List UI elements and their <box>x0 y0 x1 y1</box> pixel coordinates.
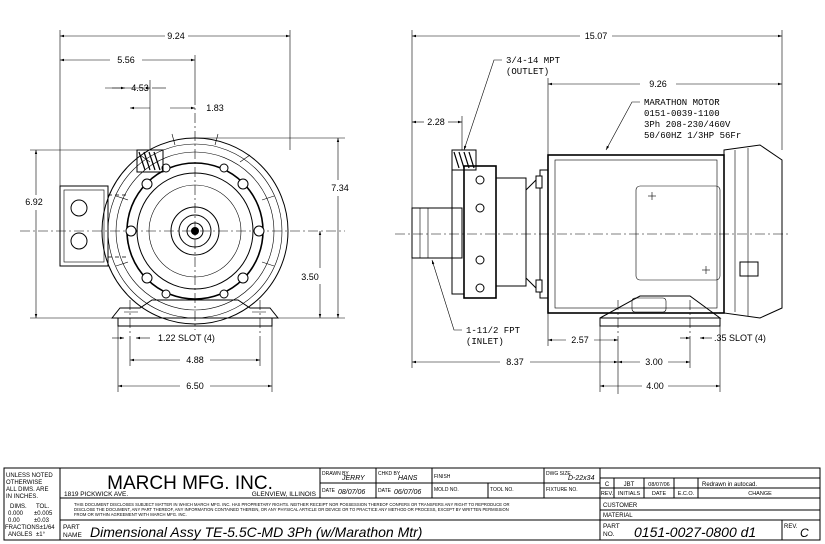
rev-header-eco: E.C.O. <box>678 491 695 497</box>
tol-row-2b: ±0.03 <box>34 518 50 524</box>
motor-note-line4: 50/60HZ 1/3HP 56Fr <box>644 131 741 141</box>
dim-side-slot: .35 SLOT (4) <box>714 333 766 343</box>
title-block: UNLESS NOTED OTHERWISE ALL DIMS. ARE IN … <box>3 467 821 541</box>
mold-label: MOLD NO. <box>434 487 459 493</box>
part-name-label-1: PART <box>63 524 80 531</box>
motor-note-line2: 0151-0039-1100 <box>644 109 720 119</box>
dim-overall-length: 15.07 <box>585 31 608 41</box>
rev-header-rev: REV. <box>601 491 614 497</box>
tool-label: TOOL NO. <box>490 487 514 493</box>
tol-label: TOL. <box>36 504 50 510</box>
dim-base-width: 6.50 <box>186 381 204 391</box>
dwg-size-label: DWG SIZE <box>546 471 571 477</box>
dim-foot-spacing: 3.00 <box>645 357 663 367</box>
rev-header-initials: INITIALS <box>618 491 641 497</box>
dim-overall-width: 9.24 <box>167 31 185 41</box>
dim-height-left: 6.92 <box>25 197 43 207</box>
part-number: 0151-0027-0800 d1 <box>634 524 756 540</box>
motor-note-line3: 3Ph 208-230/460V <box>644 120 731 130</box>
drawn-by: JERRY <box>341 475 366 482</box>
inlet-note-line2: (INLET) <box>466 337 504 347</box>
disclaimer-line-2: DISCLOSE THE DOCUMENT, ANY PART THEREOF,… <box>74 507 509 512</box>
finish-label: FINISH <box>434 474 451 480</box>
tolerance-heading-1: UNLESS NOTED <box>6 473 53 479</box>
tol-row-4a: ANGLES <box>8 532 32 538</box>
rev-row-date: 08/07/06 <box>648 482 669 488</box>
fixture-label: FIXTURE NO. <box>546 487 578 493</box>
dim-bolt-spacing: 4.88 <box>186 355 204 365</box>
dim-outlet-center: 1.83 <box>206 103 224 113</box>
dwg-size: D-22x34 <box>568 475 595 482</box>
tolerance-heading-2: OTHERWISE <box>6 480 42 486</box>
rev-row-initials: JBT <box>624 482 635 488</box>
tol-row-1b: ±0.005 <box>34 511 53 517</box>
company-city: GLENVIEW, ILLINOIS <box>252 491 317 498</box>
tol-row-4b: ±1° <box>36 532 46 538</box>
part-no-label-2: NO. <box>603 531 615 538</box>
disclaimer-line-1: THIS DOCUMENT DISCLOSES SUBJECT MATTER I… <box>74 502 509 507</box>
disclaimer-line-3: FROM OR WITHIN AGREEMENT WITH MARCH MFG.… <box>74 512 187 517</box>
outlet-note-line1: 3/4-14 MPT <box>506 56 561 66</box>
tol-row-2a: 0.00 <box>8 518 20 524</box>
company-name: MARCH MFG. INC. <box>107 473 273 494</box>
tolerance-heading-4: IN INCHES. <box>6 494 38 500</box>
dim-bolt-offset: 2.57 <box>571 335 589 345</box>
dim-height-right: 7.34 <box>331 183 349 193</box>
rev-row-rev: C <box>605 482 610 488</box>
date-drawn: 08/07/06 <box>338 489 365 496</box>
rev-value: C <box>800 526 809 540</box>
rev-header-change: CHANGE <box>748 491 772 497</box>
tol-row-1a: 0.000 <box>8 511 24 517</box>
customer-label: CUSTOMER <box>603 503 638 509</box>
dim-center-height: 3.50 <box>301 272 319 282</box>
part-name-label-2: NAME <box>63 532 82 539</box>
dim-inlet-to-bolt: 8.37 <box>506 357 524 367</box>
date-label-drawn: DATE <box>322 488 336 494</box>
dim-front-slot: 1.22 SLOT (4) <box>158 333 215 343</box>
outlet-note-line2: (OUTLET) <box>506 67 549 77</box>
chkd-label: CHKD BY <box>378 471 401 477</box>
dim-motor-length: 9.26 <box>649 79 667 89</box>
drawn-label: DRAWN BY <box>322 471 349 477</box>
rev-header-date: DATE <box>652 491 667 497</box>
date-label-chkd: DATE <box>378 488 392 494</box>
tolerance-heading-3: ALL DIMS. ARE <box>6 487 48 493</box>
date-chkd: 06/07/06 <box>394 489 421 496</box>
part-name: Dimensional Assy TE-5.5C-MD 3Ph (w/Marat… <box>90 524 422 540</box>
company-address: 1819 PICKWICK AVE. <box>64 491 128 498</box>
side-view: 15.07 9.26 2.28 3/4-14 MPT (OUTLET) MARA… <box>395 30 790 394</box>
rev-label: REV. <box>784 524 798 530</box>
dim-left-to-center: 5.56 <box>117 55 135 65</box>
part-no-label-1: PART <box>603 523 620 530</box>
front-view: 9.24 5.56 4.53 1.83 6.92 7.34 3.50 <box>20 30 349 392</box>
inlet-note-line1: 1-11/2 FPT <box>466 326 521 336</box>
tol-row-3: FRACTIONS±1/64 <box>5 525 55 531</box>
dim-outlet-setback: 2.28 <box>427 117 445 127</box>
material-label: MATERIAL <box>603 513 633 519</box>
rev-row-change: Redrawn in autocad. <box>702 482 757 488</box>
motor-note-line1: MARATHON MOTOR <box>644 98 720 108</box>
dims-label: DIMS. <box>10 504 27 510</box>
dim-base-length: 4.00 <box>646 381 664 391</box>
chkd-by: HANS <box>398 475 418 482</box>
